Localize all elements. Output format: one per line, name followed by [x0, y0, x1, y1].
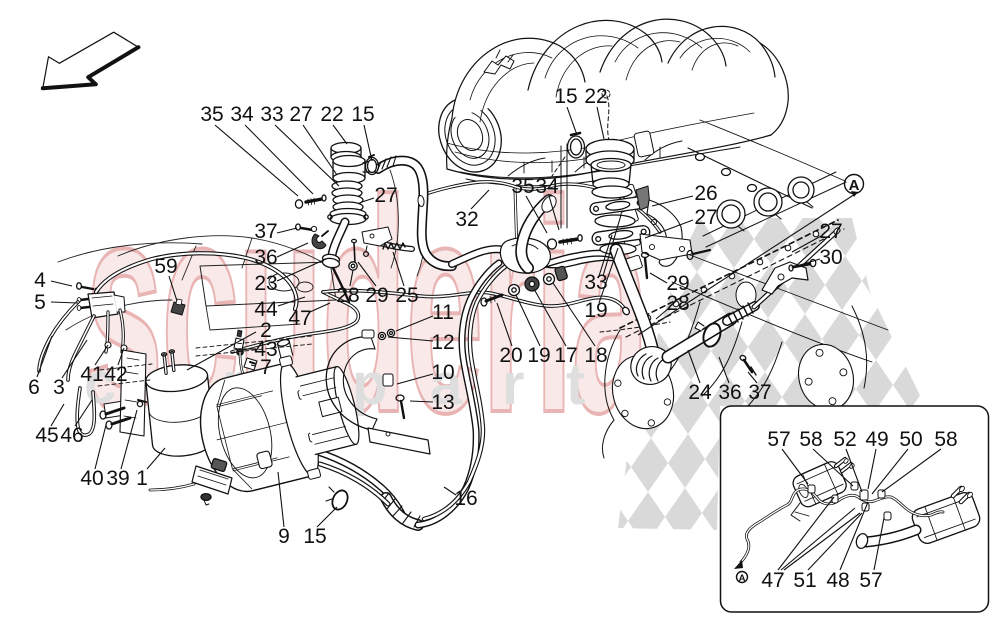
svg-text:32: 32 — [455, 208, 478, 231]
svg-text:15: 15 — [351, 103, 374, 126]
svg-text:43: 43 — [254, 338, 277, 361]
svg-text:15: 15 — [554, 85, 577, 108]
svg-text:35: 35 — [511, 175, 534, 198]
svg-text:10: 10 — [431, 361, 454, 384]
svg-text:49: 49 — [865, 428, 888, 451]
svg-text:44: 44 — [254, 298, 278, 321]
svg-text:45: 45 — [35, 424, 58, 447]
svg-text:33: 33 — [260, 103, 283, 126]
svg-text:16: 16 — [454, 487, 477, 510]
svg-text:p: p — [352, 352, 387, 417]
svg-text:15: 15 — [303, 525, 326, 548]
svg-text:34: 34 — [535, 175, 559, 198]
svg-text:3: 3 — [53, 376, 65, 399]
svg-text:35: 35 — [200, 103, 223, 126]
svg-text:52: 52 — [833, 428, 856, 451]
svg-text:20: 20 — [499, 344, 522, 367]
svg-text:19: 19 — [584, 299, 607, 322]
svg-text:12: 12 — [431, 331, 454, 354]
svg-text:47: 47 — [761, 569, 784, 592]
svg-text:50: 50 — [899, 428, 922, 451]
svg-text:42: 42 — [104, 363, 127, 386]
svg-text:57: 57 — [859, 569, 882, 592]
svg-text:5: 5 — [34, 291, 46, 314]
svg-text:59: 59 — [154, 255, 177, 278]
svg-text:11: 11 — [432, 301, 454, 324]
svg-text:24: 24 — [688, 381, 712, 404]
svg-text:58: 58 — [799, 428, 822, 451]
svg-text:a: a — [430, 352, 463, 417]
svg-text:30: 30 — [819, 246, 842, 269]
svg-text:29: 29 — [666, 272, 689, 295]
svg-text:2: 2 — [260, 319, 272, 342]
svg-text:19: 19 — [527, 344, 550, 367]
svg-text:22: 22 — [584, 85, 607, 108]
svg-text:22: 22 — [320, 103, 343, 126]
svg-text:27: 27 — [289, 103, 312, 126]
svg-text:48: 48 — [826, 569, 849, 592]
svg-text:26: 26 — [694, 182, 717, 205]
svg-text:27: 27 — [819, 220, 842, 243]
svg-text:28: 28 — [336, 284, 359, 307]
svg-text:27: 27 — [374, 184, 397, 207]
svg-text:58: 58 — [934, 428, 957, 451]
svg-text:23: 23 — [254, 272, 277, 295]
svg-text:t: t — [566, 352, 585, 417]
svg-text:27: 27 — [694, 206, 717, 229]
svg-text:29: 29 — [365, 284, 388, 307]
svg-text:36: 36 — [254, 246, 277, 269]
svg-text:40: 40 — [80, 467, 103, 490]
svg-text:37: 37 — [254, 220, 277, 243]
svg-text:41: 41 — [80, 363, 103, 386]
svg-text:17: 17 — [554, 344, 577, 367]
svg-text:9: 9 — [278, 525, 290, 548]
svg-text:18: 18 — [584, 344, 607, 367]
svg-text:33: 33 — [584, 271, 607, 294]
svg-text:36: 36 — [718, 381, 741, 404]
svg-text:39: 39 — [106, 467, 129, 490]
svg-text:51: 51 — [793, 569, 816, 592]
svg-text:46: 46 — [60, 424, 83, 447]
svg-text:1: 1 — [136, 467, 148, 490]
svg-text:13: 13 — [431, 391, 454, 414]
svg-text:57: 57 — [767, 428, 790, 451]
svg-text:28: 28 — [666, 292, 689, 315]
svg-text:4: 4 — [34, 269, 46, 292]
svg-text:A: A — [849, 177, 860, 194]
svg-text:r: r — [502, 352, 525, 417]
svg-text:47: 47 — [288, 307, 311, 330]
svg-text:6: 6 — [28, 376, 40, 399]
svg-text:A: A — [739, 573, 746, 584]
svg-text:37: 37 — [748, 381, 771, 404]
svg-text:25: 25 — [395, 284, 418, 307]
svg-text:7: 7 — [260, 356, 272, 379]
svg-text:34: 34 — [230, 103, 254, 126]
